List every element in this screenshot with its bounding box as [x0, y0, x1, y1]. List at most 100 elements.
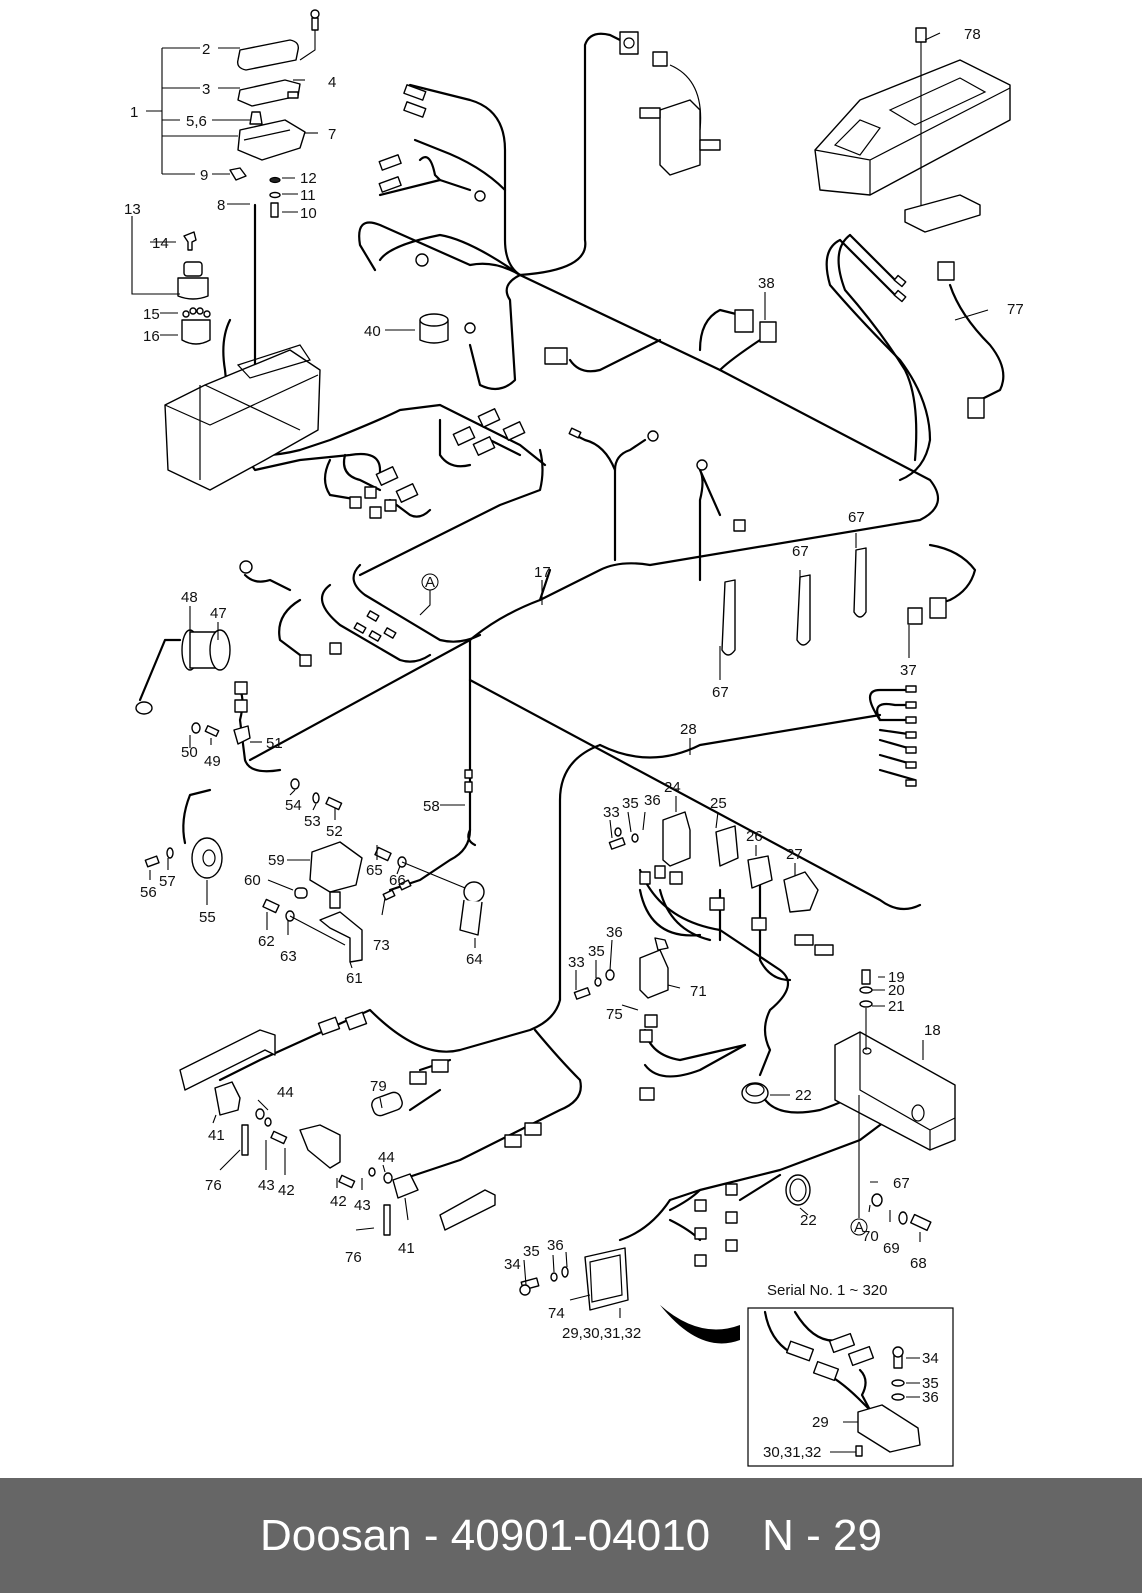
- callout-33-b: 33: [568, 954, 585, 971]
- callout-56: 56: [140, 884, 157, 901]
- callout-10: 10: [300, 205, 317, 222]
- footer-page-number: 29: [833, 1510, 882, 1560]
- callout-54: 54: [285, 797, 302, 814]
- callout-38: 38: [758, 275, 775, 292]
- callout-36-b: 36: [606, 924, 623, 941]
- callout-5-6: 5,6: [186, 113, 207, 130]
- horn-part-55: [144, 788, 223, 879]
- callout-12: 12: [300, 170, 317, 187]
- callout-43-b: 43: [354, 1197, 371, 1214]
- callout-53: 53: [304, 813, 321, 830]
- dashboard-housing: [164, 344, 321, 491]
- callout-49: 49: [204, 753, 221, 770]
- callout-20: 20: [888, 982, 905, 999]
- callout-36-a: 36: [644, 792, 661, 809]
- controller-part-74: [519, 1247, 629, 1311]
- wiring-harness-diagram: A A: [124, 9, 1024, 1467]
- panel-cover-part-2: [236, 39, 300, 71]
- inset-callout-34: 34: [922, 1350, 939, 1367]
- relay-part-71: [573, 937, 669, 1101]
- callout-40: 40: [364, 323, 381, 340]
- callout-41-a: 41: [208, 1127, 225, 1144]
- callout-42-b: 42: [330, 1193, 347, 1210]
- callout-44-b: 44: [378, 1149, 395, 1166]
- callout-42-a: 42: [278, 1182, 295, 1199]
- box-part-18: [834, 969, 956, 1151]
- callout-74: 74: [548, 1305, 565, 1322]
- inset-callout-29: 29: [812, 1414, 829, 1431]
- callout-67-a: 67: [712, 684, 729, 701]
- solenoid-valve: [619, 31, 721, 176]
- inset-callout-35: 35: [922, 1375, 939, 1392]
- switch-assembly-left: [179, 1011, 368, 1156]
- callout-25: 25: [710, 795, 727, 812]
- bracket-group-1: [131, 47, 318, 336]
- footer-brand: Doosan: [259, 1510, 412, 1560]
- washers-49-54: [191, 722, 343, 811]
- callout-59: 59: [268, 852, 285, 869]
- callout-1: 1: [130, 104, 138, 121]
- grommet-part-22: [741, 1082, 811, 1206]
- reference-marker-a: A: [419, 573, 439, 616]
- callout-22-b: 22: [800, 1212, 817, 1229]
- callout-66: 66: [389, 872, 406, 889]
- callout-18: 18: [924, 1022, 941, 1039]
- solenoid-part-79: [299, 1059, 449, 1169]
- connectors-near-74: [694, 1183, 738, 1267]
- clip-part-9: [229, 167, 247, 181]
- callout-67-c: 67: [848, 509, 865, 526]
- callout-47: 47: [210, 605, 227, 622]
- inset-callout-36: 36: [922, 1389, 939, 1406]
- callout-79: 79: [370, 1078, 387, 1095]
- callout-16: 16: [143, 328, 160, 345]
- switch-body-part-16: [181, 307, 211, 345]
- callout-19: 19: [888, 969, 905, 986]
- leader-lines: [149, 32, 989, 1318]
- callout-21: 21: [888, 998, 905, 1015]
- callout-37: 37: [900, 662, 917, 679]
- relay-part-38: [734, 309, 777, 343]
- callout-41-b: 41: [398, 1240, 415, 1257]
- callout-58: 58: [423, 798, 440, 815]
- callout-34: 34: [504, 1256, 521, 1273]
- switch-assembly-right: [338, 1122, 542, 1236]
- callout-17: 17: [534, 564, 551, 581]
- footer-page-separator: -: [806, 1510, 821, 1560]
- callout-9: 9: [200, 167, 208, 184]
- key-switch-part-13: [177, 261, 209, 300]
- callout-13: 13: [124, 201, 141, 218]
- callout-2: 2: [202, 41, 210, 58]
- lamp-part-59: [262, 841, 363, 963]
- callout-15: 15: [143, 306, 160, 323]
- motor-part-47-48: [135, 629, 231, 715]
- console-cover: [814, 27, 1011, 233]
- callout-labels: 1 2 3 4 5,6 7 8 9 10 11 12 13 14 15 16 1…: [124, 26, 1024, 1342]
- washers-part-10-12: [269, 176, 281, 218]
- callout-65: 65: [366, 862, 383, 879]
- callout-61: 61: [346, 970, 363, 987]
- callout-44-a: 44: [277, 1084, 294, 1101]
- footer-bar: Doosan - 40901-04010 N - 29: [0, 1478, 1142, 1593]
- footer-separator: -: [423, 1510, 439, 1560]
- callout-76-b: 76: [345, 1249, 362, 1266]
- callout-67-d: 67: [893, 1175, 910, 1192]
- callout-73: 73: [373, 937, 390, 954]
- callout-63: 63: [280, 948, 297, 965]
- key-part-14: [183, 231, 197, 251]
- reference-marker-text: A: [425, 574, 435, 591]
- reference-marker-a-2: A: [850, 1095, 868, 1236]
- callout-68: 68: [910, 1255, 927, 1272]
- footer-part-number: 40901-04010: [450, 1510, 711, 1560]
- inset-pointer-arrow: [660, 1305, 740, 1344]
- callout-55: 55: [199, 909, 216, 926]
- footer-page-prefix: N: [762, 1510, 794, 1560]
- callout-60: 60: [244, 872, 261, 889]
- callout-35-a: 35: [622, 795, 639, 812]
- bolt-parts-68-70: [871, 1193, 932, 1232]
- inset-caption: Serial No. 1 ~ 320: [767, 1282, 888, 1299]
- harness-connectors: [239, 84, 985, 787]
- lamp-parts-64-66: [374, 769, 485, 936]
- panel-box-part-7: [237, 119, 306, 161]
- inset-callout-30-32: 30,31,32: [763, 1444, 821, 1461]
- callout-67-b: 67: [792, 543, 809, 560]
